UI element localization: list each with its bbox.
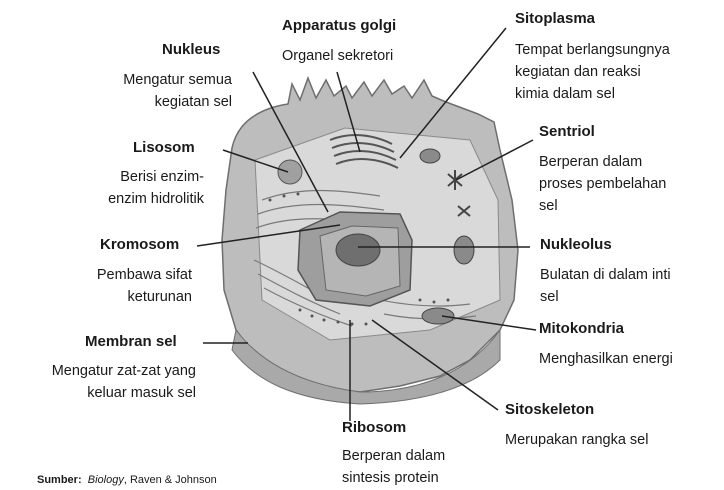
nucleolus <box>336 234 380 266</box>
source-rest: , Raven & Johnson <box>124 474 217 486</box>
desc-sentriol: Berperan dalam proses pembelahan sel <box>539 151 666 217</box>
lysosome <box>278 160 302 184</box>
label-mitokondria: Mitokondria <box>539 320 624 337</box>
label-nukleus: Nukleus <box>162 41 220 58</box>
desc-lisosom: Berisi enzim- enzim hidrolitik <box>108 166 204 210</box>
label-sitoplasma: Sitoplasma <box>515 10 595 27</box>
desc-golgi: Organel sekretori <box>282 45 393 67</box>
desc-sitoskeleton: Merupakan rangka sel <box>505 429 648 451</box>
label-golgi: Apparatus golgi <box>282 17 396 34</box>
label-ribosom: Ribosom <box>342 419 406 436</box>
source-credit: Sumber: Biology, Raven & Johnson <box>37 474 217 486</box>
label-membran-sel: Membran sel <box>85 333 177 350</box>
desc-sitoplasma: Tempat berlangsungnya kegiatan dan reaks… <box>515 39 670 105</box>
desc-ribosom: Berperan dalam sintesis protein <box>342 445 445 489</box>
desc-nukleus: Mengatur semua kegiatan sel <box>123 69 232 113</box>
source-title: Biology <box>88 474 124 486</box>
label-lisosom: Lisosom <box>133 139 195 156</box>
desc-membran-sel: Mengatur zat-zat yang keluar masuk sel <box>52 360 196 404</box>
desc-mitokondria: Menghasilkan energi <box>539 348 673 370</box>
label-nukleolus: Nukleolus <box>540 236 612 253</box>
label-kromosom: Kromosom <box>100 236 179 253</box>
label-sitoskeleton: Sitoskeleton <box>505 401 594 418</box>
source-prefix: Sumber: <box>37 474 82 486</box>
desc-nukleolus: Bulatan di dalam inti sel <box>540 264 671 308</box>
desc-kromosom: Pembawa sifat keturunan <box>97 264 192 308</box>
label-sentriol: Sentriol <box>539 123 595 140</box>
